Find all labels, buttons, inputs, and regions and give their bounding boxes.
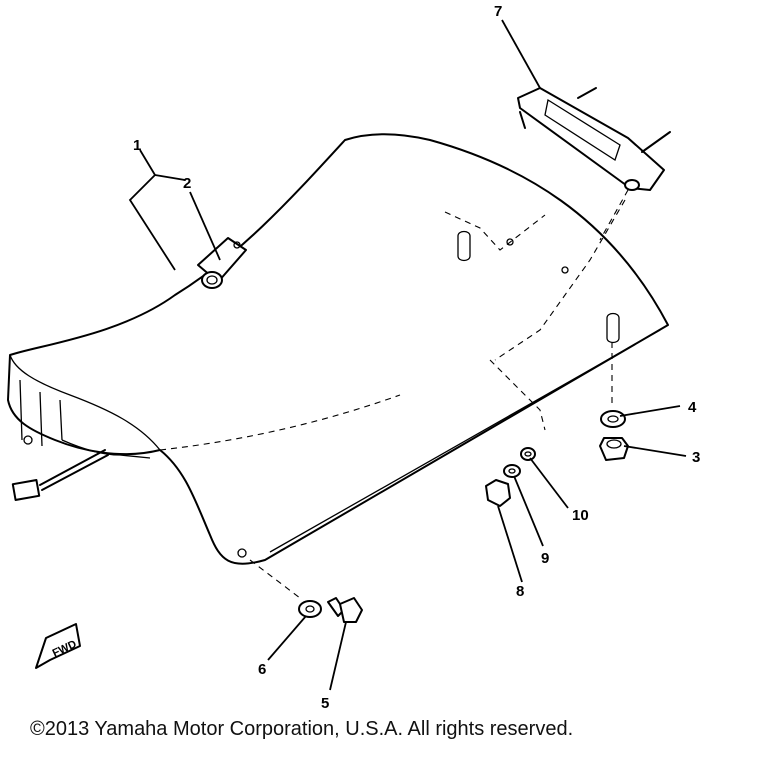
seat-assembly bbox=[7, 133, 669, 599]
callout-1: 1 bbox=[133, 137, 141, 154]
callout-3: 3 bbox=[692, 449, 700, 466]
callout-7: 7 bbox=[494, 3, 502, 20]
wire-connector bbox=[11, 449, 109, 501]
hinge-part bbox=[197, 237, 247, 289]
callout-10: 10 bbox=[572, 507, 589, 524]
nut-washer-middle bbox=[485, 447, 536, 507]
bolt-washer-bottom bbox=[298, 597, 363, 623]
callout-5: 5 bbox=[321, 695, 329, 712]
fwd-arrow-icon: FWD bbox=[35, 623, 81, 669]
callout-8: 8 bbox=[516, 583, 524, 600]
leader-lines bbox=[128, 19, 687, 691]
callout-numbers: 1 2 7 4 3 10 9 8 6 5 bbox=[133, 3, 700, 712]
copyright-notice: ©2013 Yamaha Motor Corporation, U.S.A. A… bbox=[30, 718, 574, 740]
callout-6: 6 bbox=[258, 661, 266, 678]
callout-9: 9 bbox=[541, 550, 549, 567]
callout-4: 4 bbox=[688, 399, 697, 416]
seat-bracket bbox=[517, 87, 671, 241]
nut-washer-right bbox=[599, 410, 629, 461]
callout-2: 2 bbox=[183, 175, 191, 192]
